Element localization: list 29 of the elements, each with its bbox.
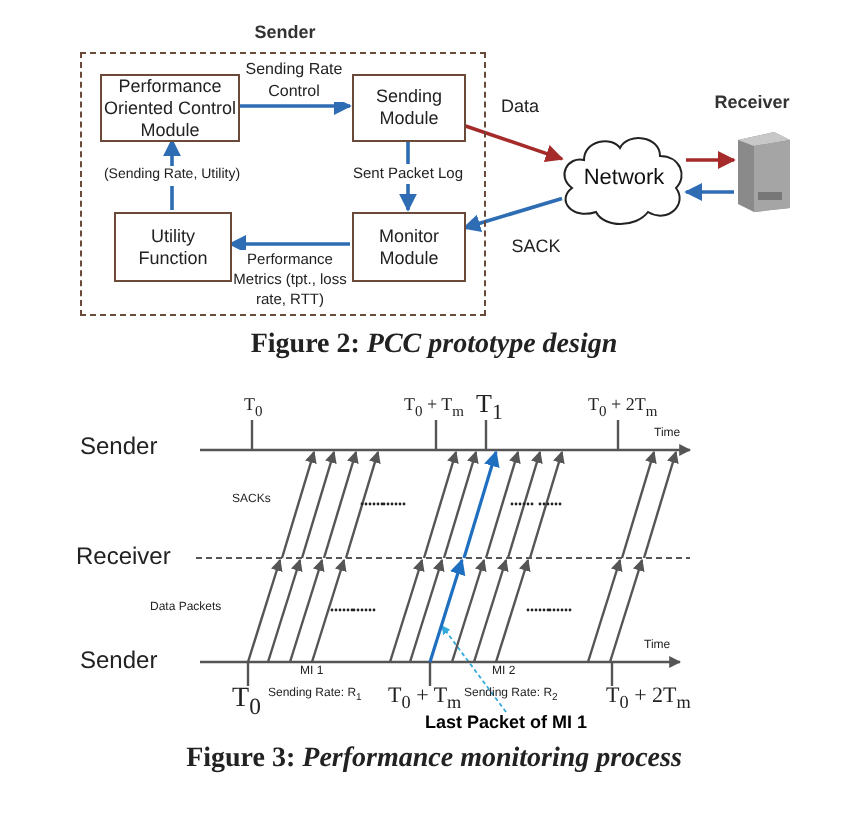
time-label: T$_{0}$ + T$_{m}$ xyxy=(404,394,465,420)
time-label: T$_{0}$ + 2T$_{m}$ xyxy=(606,684,691,713)
axis-label: Sender xyxy=(80,646,158,674)
callout-text: Last Packet of MI 1 xyxy=(406,712,606,738)
module-box: Monitor Module xyxy=(352,212,466,282)
time-label: T$_{0}$ + T$_{m}$ xyxy=(388,684,462,713)
node-label: Receiver xyxy=(712,92,792,112)
arrow xyxy=(463,123,564,163)
module-box: Sending Module xyxy=(352,74,466,142)
module-box: Performance Oriented Control Module xyxy=(100,74,240,142)
leader-line xyxy=(441,625,507,713)
module-box: Utility Function xyxy=(114,212,232,282)
arrow xyxy=(684,183,734,201)
arrow xyxy=(462,196,563,232)
arrow xyxy=(686,151,736,169)
arrow xyxy=(228,235,350,253)
time-label: T$_{1}$ xyxy=(476,388,503,426)
figure-caption: Figure 3: Performance monitoring process xyxy=(184,744,684,776)
time-label: T$_{0}$ + 2T$_{m}$ xyxy=(588,394,658,420)
group-title: Sender xyxy=(252,22,318,42)
time-label: T$_{0}$ xyxy=(244,394,263,420)
arrow xyxy=(238,97,352,115)
edge-label: Data xyxy=(496,96,544,119)
axis-label: Sender xyxy=(80,432,158,460)
axis-label: Receiver xyxy=(76,542,171,570)
edge-label: Sending Rate Control xyxy=(244,60,344,102)
time-label: T$_{0}$ xyxy=(232,684,261,720)
figure-caption: Figure 2: PCC prototype design xyxy=(248,330,620,362)
node-label: Network xyxy=(581,166,667,190)
